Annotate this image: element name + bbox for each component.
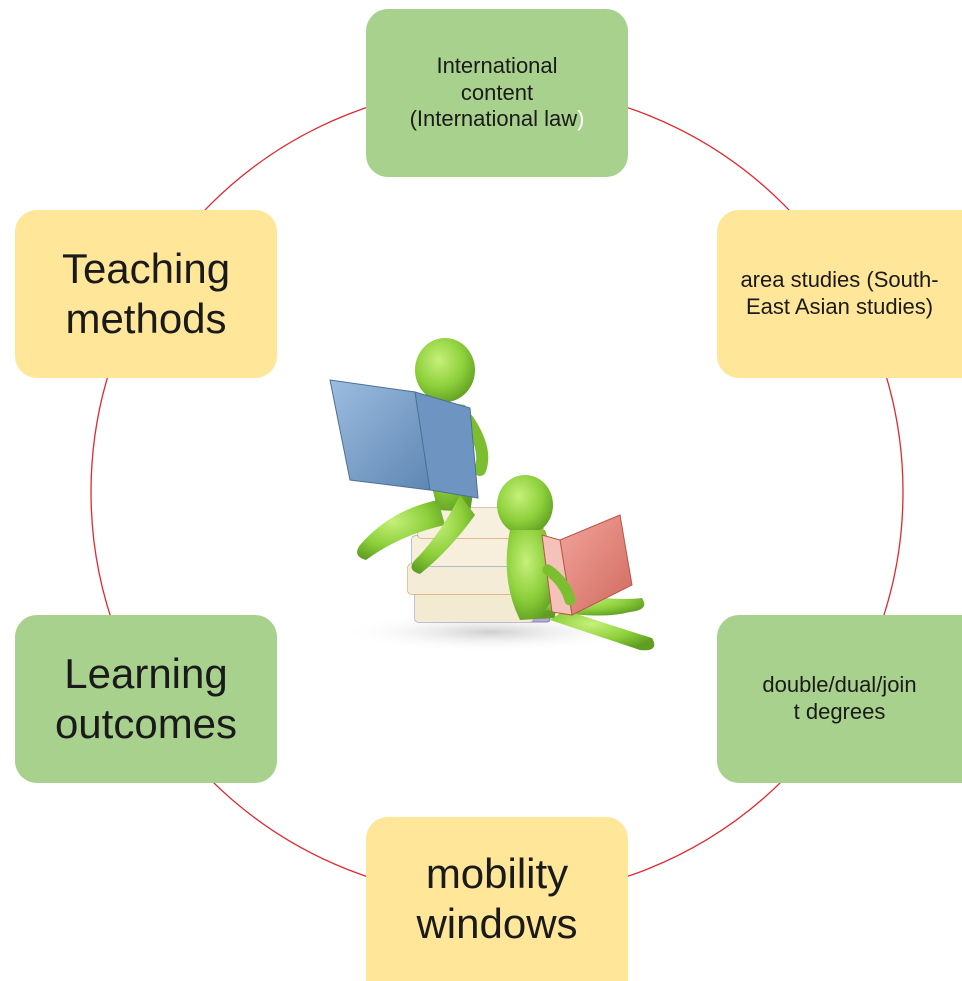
node-area-studies-label: area studies (South-East Asian studies): [740, 267, 939, 319]
node-double-degrees: double/dual/join t degrees: [717, 615, 962, 783]
node-mobility-windows: mobility windows: [366, 817, 628, 981]
reading-figure-top: [329, 338, 489, 574]
node-international-content: International content (International law…: [366, 9, 628, 177]
node-learning-outcomes-label: Learning outcomes: [54, 649, 238, 747]
node-double-degrees-label: double/dual/join t degrees: [762, 672, 917, 724]
reading-figure-bottom: [497, 475, 655, 651]
node-mobility-windows-label: mobility windows: [416, 849, 578, 947]
node-area-studies: area studies (South-East Asian studies): [717, 210, 962, 378]
reading-figures-illustration: [329, 338, 655, 652]
node-teaching-methods-label: Teaching methods: [61, 244, 231, 342]
node-international-content-label: International content (International law…: [409, 52, 585, 132]
node-learning-outcomes: Learning outcomes: [15, 615, 277, 783]
node-teaching-methods: Teaching methods: [15, 210, 277, 378]
